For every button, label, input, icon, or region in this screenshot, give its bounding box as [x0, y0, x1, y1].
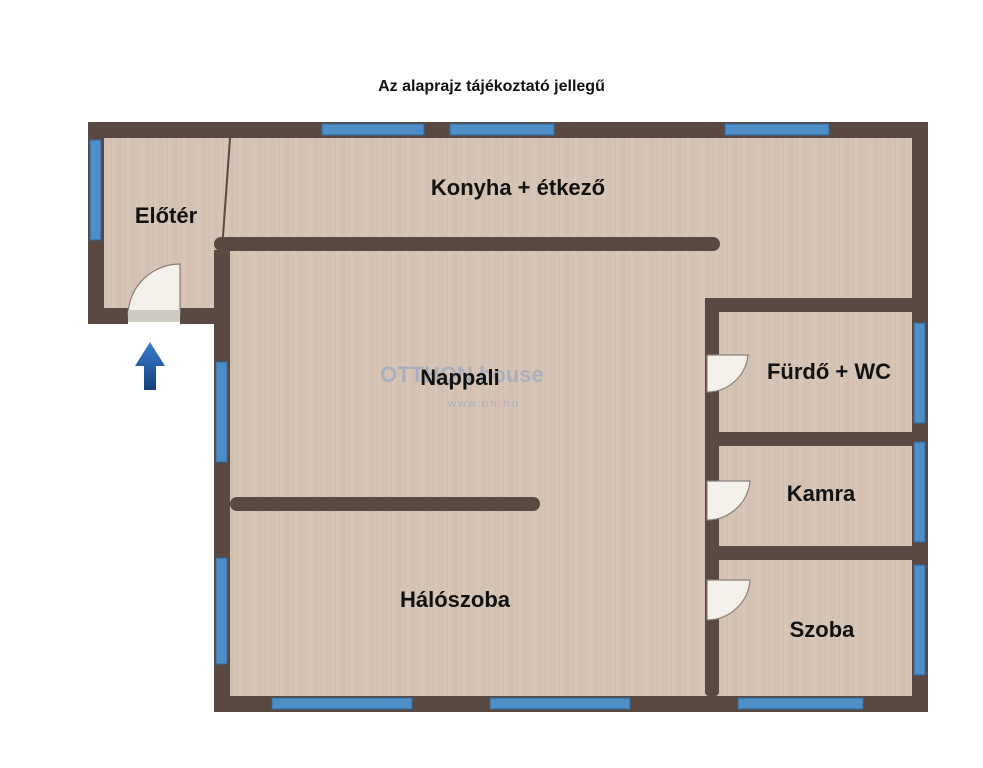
doors: [127, 263, 751, 621]
room-label-szoba: Szoba: [789, 617, 855, 642]
room-label-haloszoba: Hálószoba: [399, 587, 511, 612]
watermark: OTTHON house: [380, 362, 544, 387]
room-label-konyha: Konyha + étkező: [430, 175, 606, 200]
entrance-arrow-icon: [135, 342, 165, 390]
room-label-eloter: Előtér: [134, 203, 198, 228]
room-label-furdo: Fürdő + WC: [766, 359, 892, 384]
floor-area: [96, 130, 920, 705]
room-label-nappali: Nappali: [420, 365, 500, 390]
watermark-sub: www.oh.hu: [448, 398, 520, 410]
windows: [89, 123, 926, 710]
plan-title: Az alaprajz tájékoztató jellegű: [378, 78, 605, 95]
room-label-kamra: Kamra: [786, 481, 856, 506]
